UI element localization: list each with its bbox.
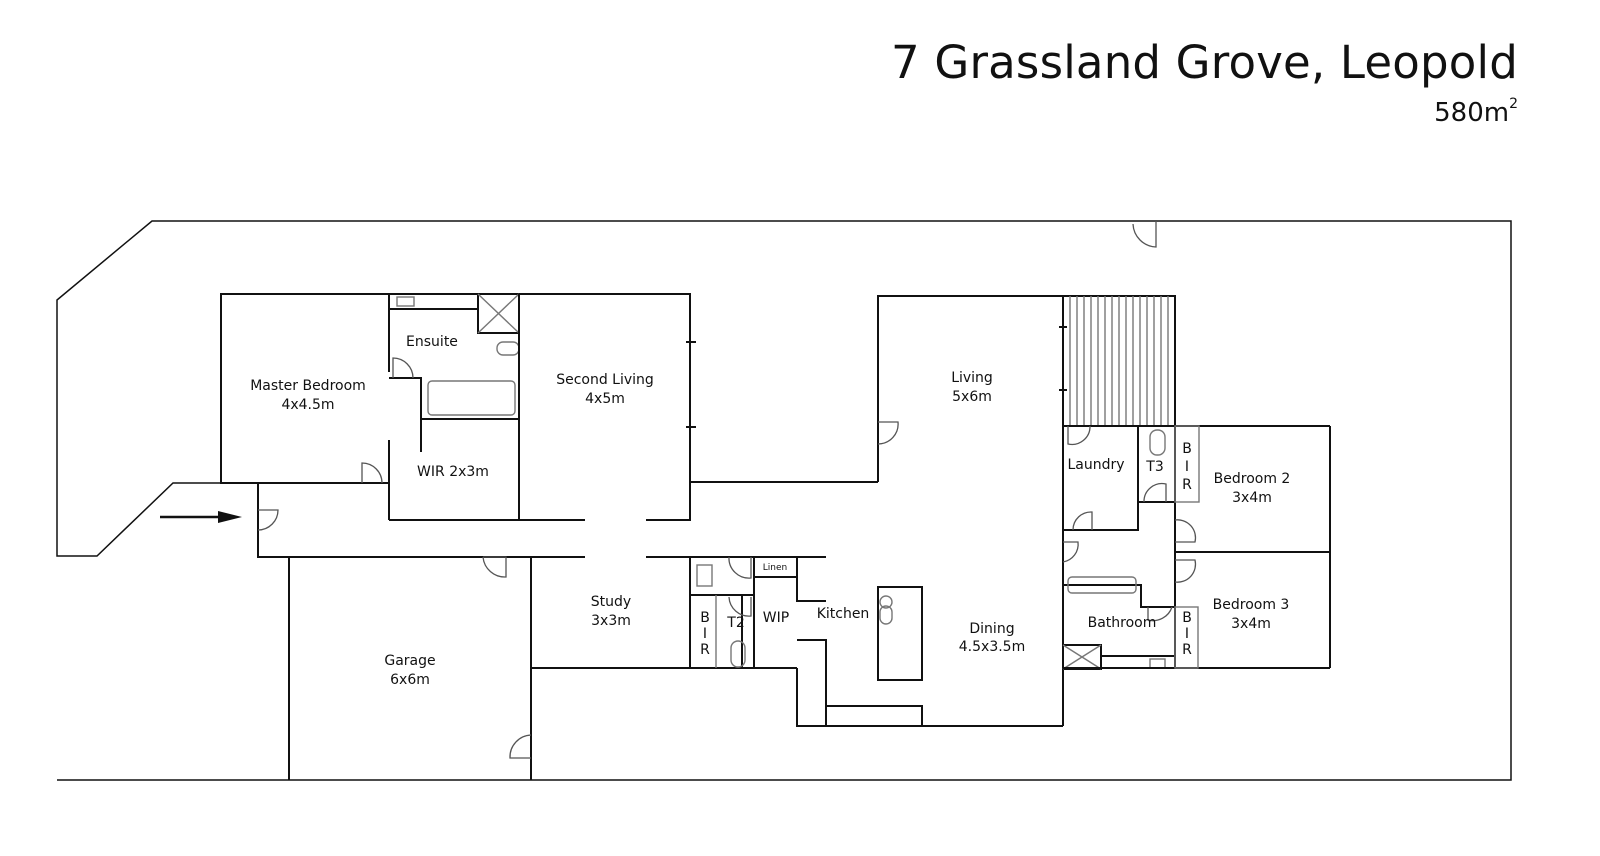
label-study: Study <box>591 594 631 610</box>
bir-r: R <box>1182 477 1192 493</box>
label-second-living: Second Living <box>556 372 654 388</box>
south-walls <box>288 556 1063 780</box>
master-bedroom-walls <box>220 293 390 520</box>
size-study: 3x3m <box>591 613 631 629</box>
size-garage: 6x6m <box>390 672 430 688</box>
size-second-living: 4x5m <box>585 391 625 407</box>
property-area: 580m2 <box>1434 96 1518 128</box>
label-dining: Dining <box>969 621 1014 637</box>
bir-b: B <box>1182 610 1192 626</box>
label-bedroom2: Bedroom 2 <box>1214 471 1291 487</box>
room-labels: Master Bedroom 4x4.5m Ensuite WIR 2x3m S… <box>250 334 1290 688</box>
label-living: Living <box>951 370 993 386</box>
label-wip: WIP <box>763 610 789 626</box>
label-t2: T2 <box>726 615 744 631</box>
area-unit: 2 <box>1509 96 1518 112</box>
second-living-walls <box>519 293 878 521</box>
size-living: 5x6m <box>952 389 992 405</box>
label-master-bedroom: Master Bedroom <box>250 378 366 394</box>
bir-i: I <box>1185 626 1189 642</box>
label-ensuite: Ensuite <box>406 334 458 350</box>
living-walls <box>877 295 1067 726</box>
bedroom-walls <box>1174 426 1331 669</box>
size-bedroom2: 3x4m <box>1232 490 1272 506</box>
label-bathroom: Bathroom <box>1088 615 1157 631</box>
site-door <box>1132 221 1157 248</box>
entry-arrow-icon <box>160 511 242 523</box>
bir-b: B <box>1182 441 1192 457</box>
size-master-bedroom: 4x4.5m <box>281 397 334 413</box>
site-boundary <box>56 220 1512 781</box>
label-wir: WIR 2x3m <box>417 464 489 480</box>
ensuite-walls <box>389 293 520 520</box>
label-t3: T3 <box>1145 459 1163 475</box>
label-garage: Garage <box>384 653 435 669</box>
bir-r: R <box>1182 642 1192 658</box>
bir-r: R <box>700 642 710 658</box>
size-dining: 4.5x3.5m <box>959 639 1025 655</box>
bir-i: I <box>1185 459 1189 475</box>
area-value: 580m <box>1434 98 1510 128</box>
label-kitchen: Kitchen <box>817 606 870 622</box>
bir-i: I <box>703 626 707 642</box>
entry-hall-walls <box>257 483 585 558</box>
bir-b: B <box>700 610 710 626</box>
label-laundry: Laundry <box>1067 457 1124 473</box>
deck <box>1062 295 1176 427</box>
size-bedroom3: 3x4m <box>1231 616 1271 632</box>
label-bedroom3: Bedroom 3 <box>1213 597 1290 613</box>
property-address: 7 Grassland Grove, Leopold <box>891 36 1518 89</box>
label-linen: Linen <box>763 563 787 573</box>
